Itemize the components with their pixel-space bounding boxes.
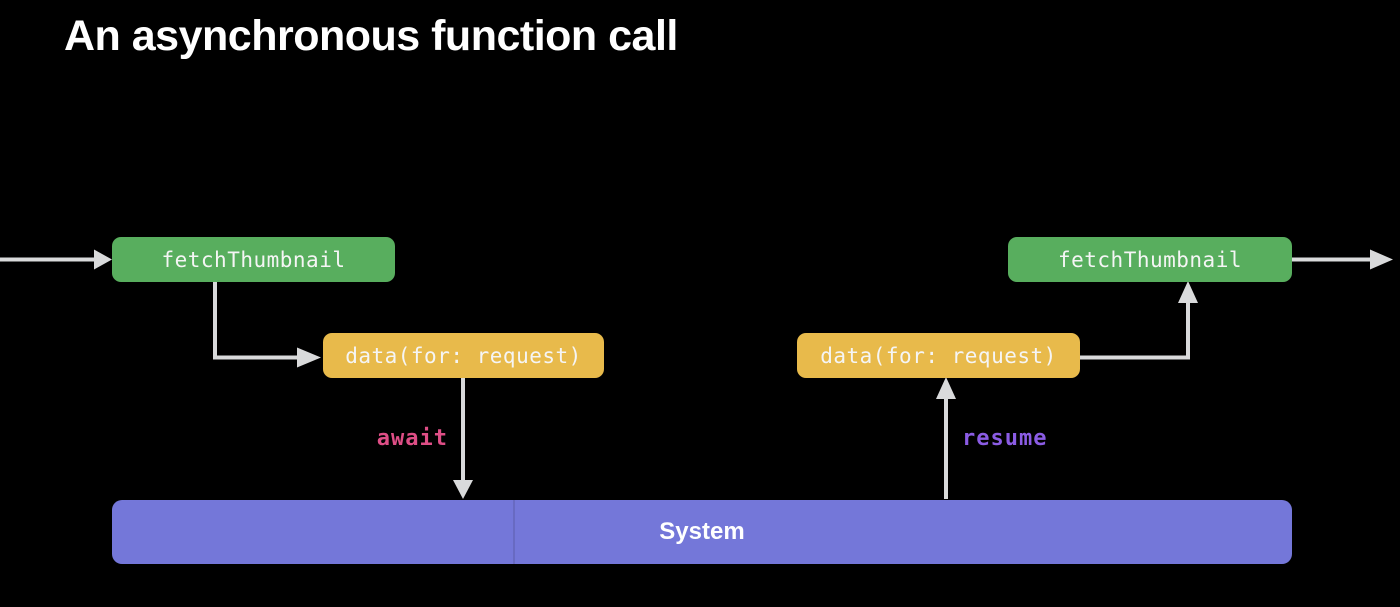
data-for-request-label-left: data(for: request) <box>345 343 582 368</box>
fetch-thumbnail-label-left: fetchThumbnail <box>161 247 346 272</box>
fetch-thumbnail-label-right: fetchThumbnail <box>1057 247 1242 272</box>
system-bar-label: System <box>659 518 745 545</box>
system-bar-seam <box>513 500 515 564</box>
await-arrow <box>453 378 473 499</box>
data-for-request-label-right: data(for: request) <box>820 343 1057 368</box>
return-elbow-arrow <box>1080 281 1198 360</box>
fetch-thumbnail-box-right: fetchThumbnail <box>1008 237 1292 282</box>
resume-arrow <box>936 377 956 499</box>
slide-title: An asynchronous function call <box>64 12 678 60</box>
data-for-request-box-left: data(for: request) <box>323 333 604 378</box>
await-keyword-label: await <box>376 426 448 451</box>
entry-arrow <box>0 249 112 270</box>
call-elbow-arrow <box>213 282 321 368</box>
resume-keyword-label: resume <box>962 426 1048 451</box>
system-bar: System <box>112 500 1292 564</box>
data-for-request-box-right: data(for: request) <box>797 333 1080 378</box>
fetch-thumbnail-box-left: fetchThumbnail <box>112 237 395 282</box>
exit-arrow <box>1292 249 1393 270</box>
